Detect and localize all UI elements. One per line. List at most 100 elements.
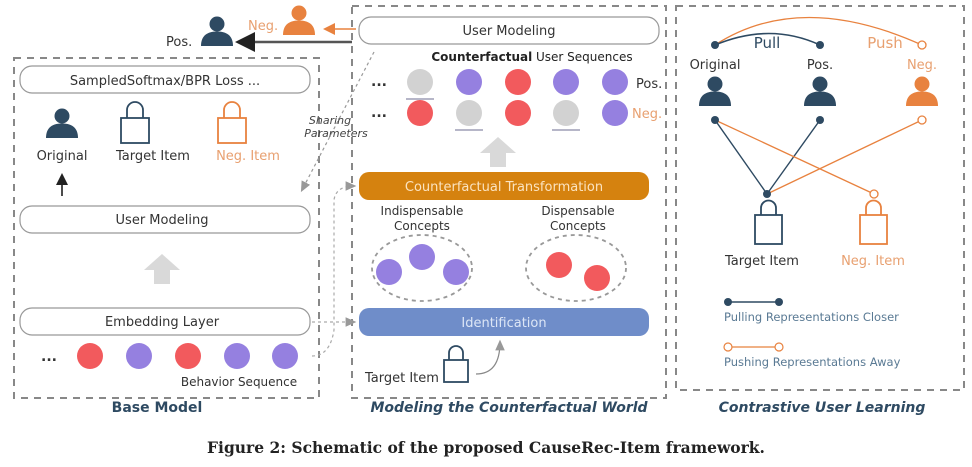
cf-user-modeling-label: User Modeling [463,24,556,39]
original-label: Original [37,149,88,164]
neg-item-bag-icon [217,101,247,144]
dispensable-label-2: Concepts [550,219,606,233]
target-to-identification-arrow [475,339,505,375]
target-item-label: Target Item [115,149,190,164]
cf-pos-ellipsis: ... [371,74,387,90]
pull-line-original [714,119,768,195]
identification-bar [359,308,649,336]
cf-target-item-bag-icon [443,345,469,383]
cf-neg-ellipsis: ... [371,105,387,121]
neg-top-node [917,40,927,50]
cl-neg-user-icon [906,76,938,106]
indispensable-concept [409,244,435,270]
sequence-item-red [505,69,531,95]
cf-neg-label: Neg. [632,107,662,122]
neg-item-node [869,189,879,199]
indispensable-concept [443,259,469,285]
push-arc [714,16,923,46]
original-top-node [711,41,719,49]
cl-target-item-bag-icon [754,199,783,245]
push-line-neg [766,119,923,195]
sequence-item-red [77,343,103,369]
indispensable-label-2: Concepts [394,219,450,233]
cf-pos-sequence [406,69,628,100]
dispensable-label-1: Dispensable [541,204,614,218]
top-pos-label: Pos. [166,35,192,50]
behavior-sequence-label: Behavior Sequence [181,375,297,389]
sequence-item-gray [456,100,482,126]
original-bottom-node [711,116,719,124]
target-item-bag-icon [120,101,150,144]
pos-top-node [816,41,824,49]
legend-pull-symbol [724,298,783,306]
sequence-item-purple [456,69,482,95]
contrastive-panel [675,5,965,391]
cl-title: Contrastive User Learning [719,400,926,416]
sharing-label-1: Sharing [309,114,351,127]
top-neg-label: Neg. [248,19,278,34]
cl-neg-item-label: Neg. Item [841,254,905,269]
cf-block-arrow [480,137,516,167]
transform-label: Counterfactual Transformation [405,180,603,195]
sequence-item-purple [553,69,579,95]
sharing-parameters-connector [300,51,375,193]
legend-push-symbol [723,342,784,352]
push-line-original [714,119,875,195]
pull-label: Pull [754,34,781,52]
base-block-arrow [144,254,180,284]
cf-title: Modeling the Counterfactual World [370,400,648,416]
figure-caption: Figure 2: Schematic of the proposed Caus… [207,438,765,457]
embedding-box [19,307,311,336]
sequence-item-purple [126,343,152,369]
dispensable-concept [546,252,572,278]
base-user-modeling-label: User Modeling [116,213,209,228]
cl-pos-user-icon [804,76,836,106]
embedding-label: Embedding Layer [105,315,220,330]
top-pos-user-icon [201,16,233,46]
cf-sequences-title-rest: User Sequences [532,50,632,64]
base-model-panel [13,57,320,399]
sequence-item-red [175,343,201,369]
sequence-item-gray [407,69,433,95]
counterfactual-panel [351,5,667,399]
pull-arc [714,32,821,46]
cl-neg-item-bag-icon [859,199,888,245]
original-user-icon [46,108,78,138]
cl-pos-label: Pos. [807,58,833,73]
dispensable-cluster [525,234,627,302]
cl-neg-label: Neg. [907,58,937,73]
cf-user-modeling-box [358,16,660,45]
target-item-node [763,190,771,198]
sequence-item-red [505,100,531,126]
cf-target-item-label: Target Item [364,371,439,386]
cl-original-user-icon [699,76,731,106]
sequence-item-purple [602,69,628,95]
legend-push-label: Pushing Representations Away [724,355,901,369]
top-neg-user-icon [283,5,315,35]
sequence-to-transform-connector [311,181,357,357]
cf-pos-label: Pos. [636,77,662,92]
cf-sequences-title: Counterfactual User Sequences [431,50,632,64]
pos-bottom-node [816,116,824,124]
sharing-label-2: Parameters [304,127,368,140]
push-label: Push [867,34,903,52]
sequence-item-purple [602,100,628,126]
dispensable-concept [584,265,610,291]
loss-label: SampledSoftmax/BPR Loss ... [70,74,260,89]
behavior-sequence [77,343,298,369]
indispensable-concept [376,259,402,285]
indispensable-label-1: Indispensable [381,204,464,218]
transform-bar [359,172,649,200]
base-user-modeling-box [19,205,311,234]
sequence-item-purple [272,343,298,369]
base-ellipsis: ... [41,349,57,365]
sequence-item-red [407,100,433,126]
identification-label: Identification [461,316,546,331]
cl-original-label: Original [690,58,741,73]
sequence-item-purple [224,343,250,369]
legend-pull-label: Pulling Representations Closer [724,310,899,324]
neg-item-label: Neg. Item [216,149,280,164]
sequence-item-gray [553,100,579,126]
cl-target-item-label: Target Item [724,254,799,269]
